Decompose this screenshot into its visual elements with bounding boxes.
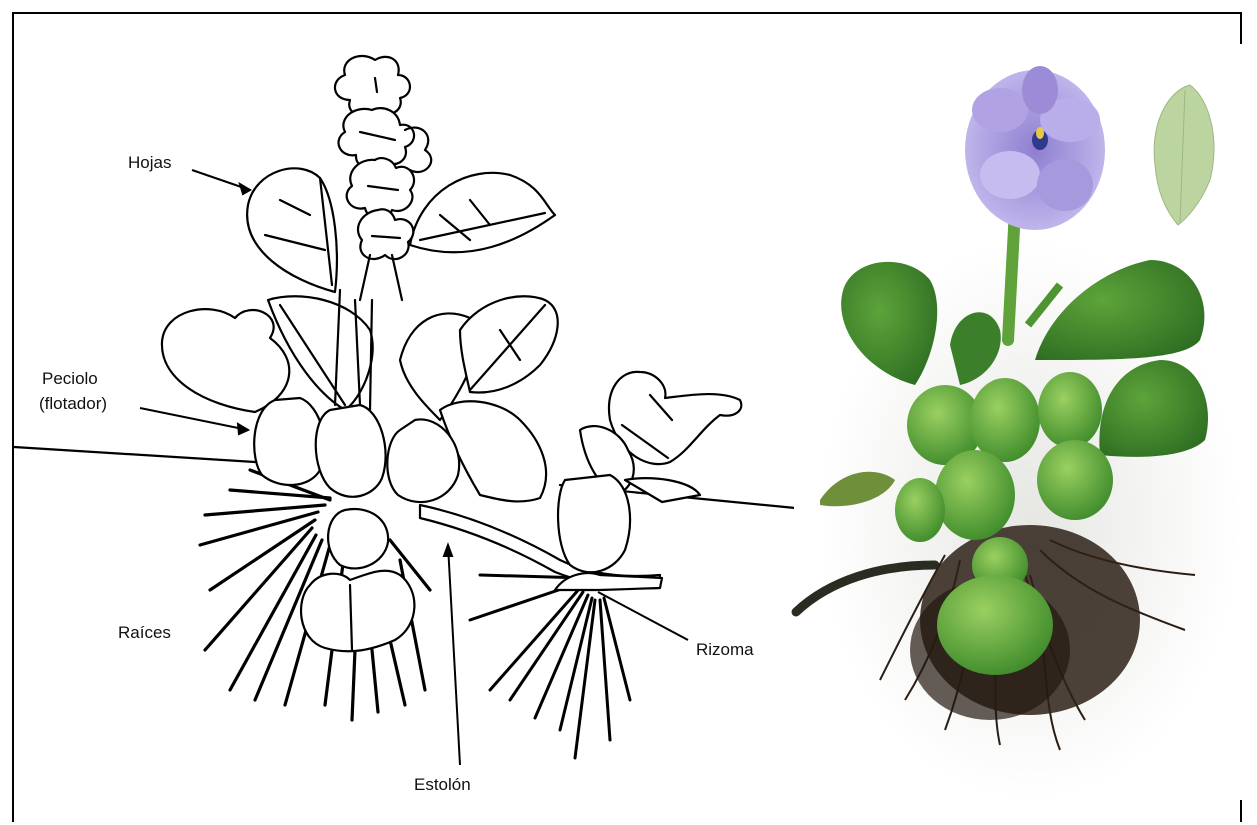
label-peciolo: Peciolo xyxy=(42,369,98,388)
leaf-top-right xyxy=(410,173,555,252)
label-flotador: (flotador) xyxy=(39,394,107,413)
petiole-bulb-left xyxy=(254,398,325,485)
label-estolon: Estolón xyxy=(414,775,471,794)
flower-spike xyxy=(335,56,431,300)
petiole-bulb-center xyxy=(316,405,386,497)
petiole-bulb-lower xyxy=(328,509,388,568)
leaf-top-left xyxy=(247,168,337,292)
plant-photo xyxy=(794,44,1242,800)
label-hojas: Hojas xyxy=(128,153,171,172)
roots-right xyxy=(470,575,630,758)
leaf-lower xyxy=(301,571,414,652)
right-plant-bulb xyxy=(558,475,630,572)
label-rizoma: Rizoma xyxy=(696,640,754,659)
label-raices: Raíces xyxy=(118,623,171,642)
